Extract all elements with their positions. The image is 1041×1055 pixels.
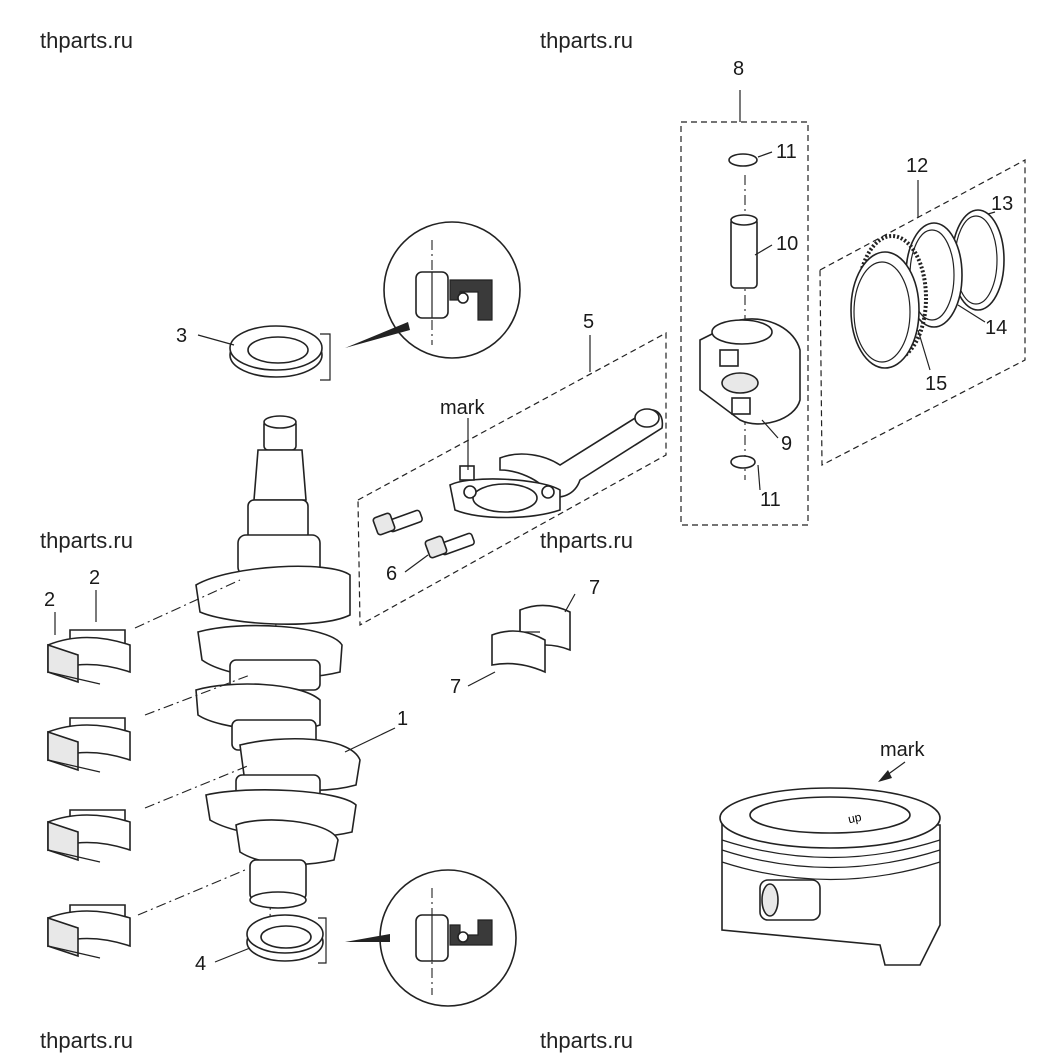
piston-crown-mark: up: [847, 810, 863, 827]
callout-9: 9: [781, 433, 792, 455]
connecting-rod: [449, 408, 664, 519]
callout-11: 11: [776, 141, 797, 163]
callout-14: 14: [985, 317, 1007, 339]
piston-pin: [730, 214, 758, 289]
crankshaft: [195, 415, 361, 921]
mark-label-rod: mark: [440, 397, 485, 419]
oil-seal-upper-detail: [320, 221, 521, 381]
callout-7: 7: [450, 676, 461, 698]
oil-seal-lower-detail: [318, 869, 517, 1007]
watermark: thparts.ru: [40, 1028, 133, 1053]
connecting-rod-group-frame: [357, 331, 667, 627]
callout-6: 6: [386, 563, 397, 585]
piston-detail-view: up: [719, 787, 941, 966]
callout-2: 2: [89, 567, 100, 589]
watermark: thparts.ru: [540, 28, 633, 53]
watermark: thparts.ru: [40, 28, 133, 53]
rod-bolt: [424, 532, 475, 559]
main-bearing-pair: [47, 809, 131, 863]
callout-labels: 1 2 2 3 4 5 6 7 7 8 9 10 11 11 12 13 14 …: [44, 58, 1013, 975]
callout-leaders: [54, 90, 996, 963]
piston-pin-clip-upper: [728, 153, 758, 167]
watermarks: thparts.ru thparts.ru thparts.ru thparts…: [40, 28, 633, 1053]
bearing-leader-lines: [134, 579, 251, 916]
watermark: thparts.ru: [540, 1028, 633, 1053]
rod-bearing-lower: [491, 630, 546, 674]
oil-seal-4: [246, 914, 324, 962]
callout-10: 10: [776, 233, 798, 255]
rod-bolt: [372, 509, 423, 536]
callout-13: 13: [991, 193, 1013, 215]
callout-8: 8: [733, 58, 744, 80]
callout-12: 12: [906, 155, 928, 177]
callout-11: 11: [760, 489, 781, 511]
callout-1: 1: [397, 708, 408, 730]
piston: [699, 318, 801, 425]
callout-15: 15: [925, 373, 947, 395]
main-bearing-pair: [47, 629, 131, 685]
piston-group-frame: [680, 121, 809, 526]
main-bearing-pair: [47, 904, 131, 959]
oil-seal-3: [229, 325, 323, 378]
callout-3: 3: [176, 325, 187, 347]
watermark: thparts.ru: [540, 528, 633, 553]
callout-5: 5: [583, 311, 594, 333]
callout-4: 4: [195, 953, 206, 975]
watermark: thparts.ru: [40, 528, 133, 553]
callout-2: 2: [44, 589, 55, 611]
piston-ring-group-frame: [819, 158, 1026, 466]
main-bearing-pair: [47, 717, 131, 773]
piston-pin-clip-lower: [730, 455, 756, 469]
mark-label-piston: mark: [880, 739, 925, 761]
oil-ring: [850, 234, 928, 369]
callout-7: 7: [589, 577, 600, 599]
